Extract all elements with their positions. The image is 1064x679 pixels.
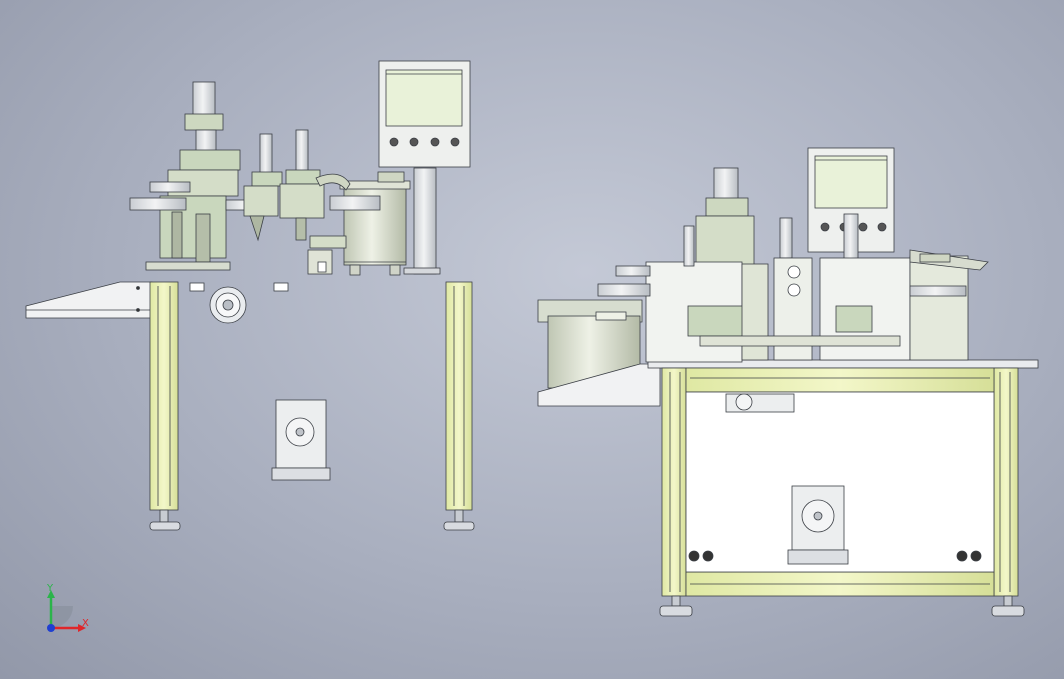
- triad-x-label: X: [82, 618, 89, 629]
- table-plate-side: [25, 281, 289, 319]
- frame-front: [659, 367, 1025, 617]
- motor-box-side: [271, 399, 331, 481]
- triad-z-axis: [47, 624, 55, 632]
- feeder-bowl-side: [339, 171, 411, 276]
- triad-y-label: Y: [46, 583, 54, 594]
- mechanism-cluster-front: [597, 167, 989, 363]
- hmi-panel-front: [807, 147, 895, 261]
- hmi-panel-side: [378, 60, 471, 275]
- vibratory-bowl-front: [537, 299, 661, 407]
- front-view-machine: [537, 147, 1039, 617]
- axis-triad: X Y: [46, 583, 89, 632]
- reel-side: [209, 286, 247, 324]
- mechanism-cluster-side: [129, 81, 381, 275]
- side-view-machine: [25, 60, 475, 531]
- frame-legs-side: [149, 281, 475, 531]
